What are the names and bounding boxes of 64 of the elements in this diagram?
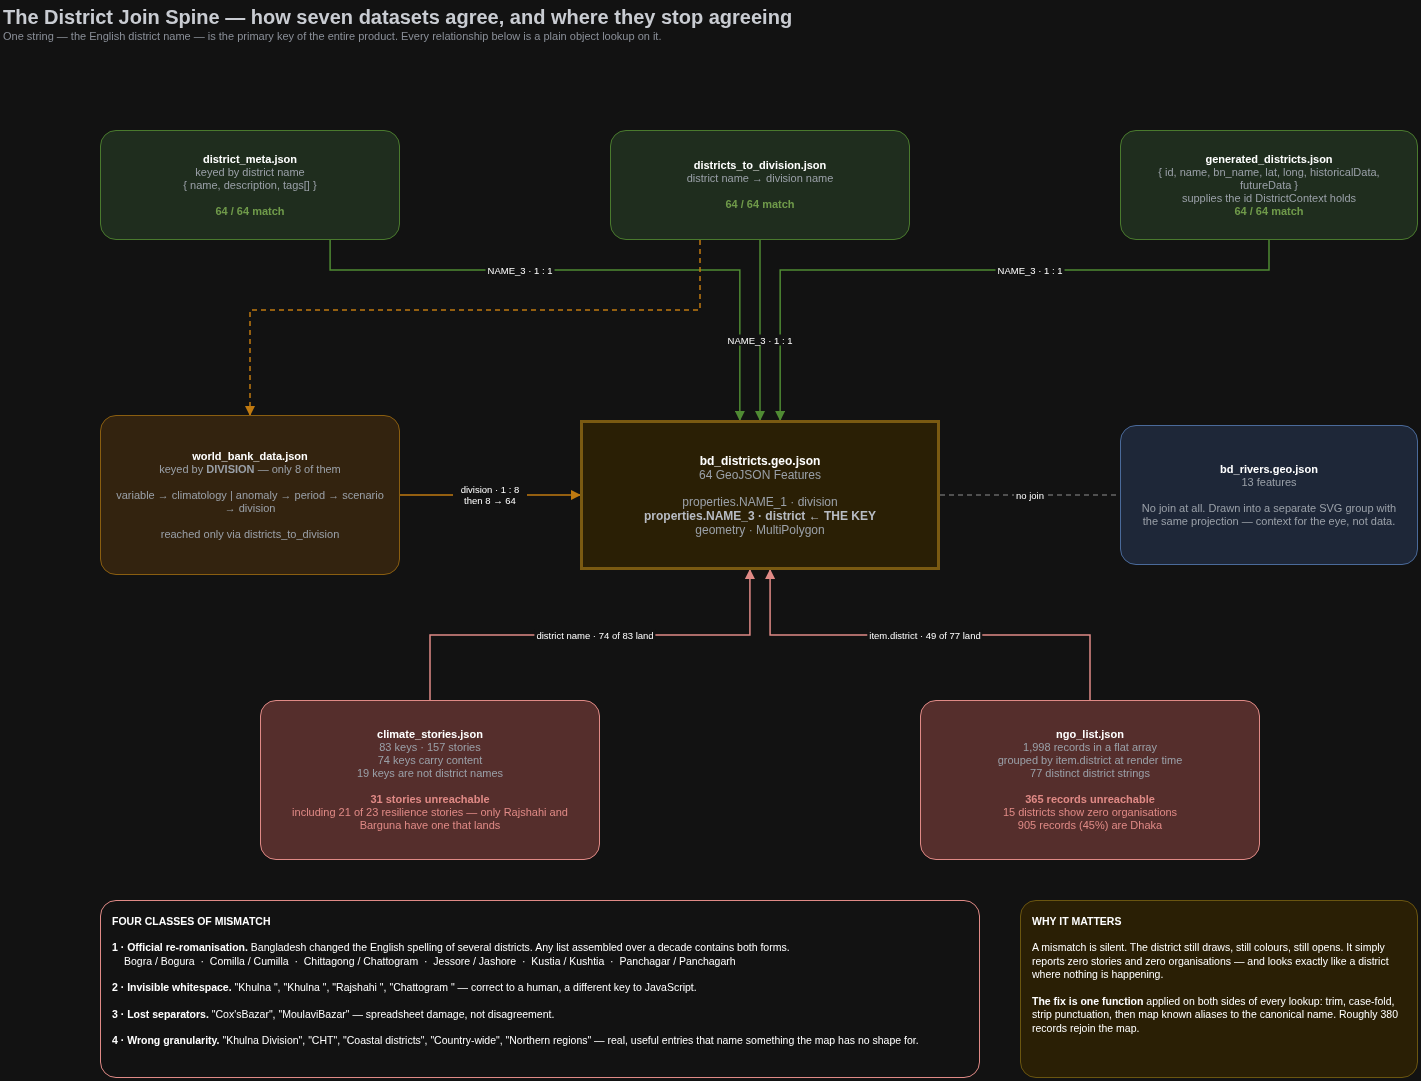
file-name: world_bank_data.json [192,449,308,463]
description-text: grouped by item.district at render time [997,754,1183,767]
description-text: 1 · Official re-romanisation. Bangladesh changed the English spelling of several districts. Any list assembled over a decade contains both forms. [112,941,790,955]
description-text: 3 · Lost separators. "Cox'sBazar", "MoulaviBazar" — spreadsheet damage, not disagreement. [112,1007,555,1021]
edge-label: item.district · 49 of 77 land [867,629,983,641]
description-text: 13 features [1241,475,1297,489]
description-text: 905 records (45%) are Dhaka [1017,819,1163,832]
dataset-card [100,415,400,575]
description-text: 74 keys carry content [377,754,483,767]
description-text: keyed by district name [195,165,305,179]
dataset-card [920,700,1260,860]
notes-panel [1020,900,1418,1078]
file-name: ngo_list.json [1056,728,1124,741]
description-text: 1,998 records in a flat array [1023,741,1157,754]
dataset-card [260,700,600,860]
edge-label: division · 1 : 8 then 8 → 64 [453,484,527,506]
description-text: 15 districts show zero organisations [1002,806,1178,819]
description-text: No join at all. Drawn into a separate SVG group with the same projection — context for the eye, not data. [1140,501,1398,528]
diagram-title: The District Join Spine — how seven datasets agree, and where they stop agreeing [3,6,793,29]
file-name: generated_districts.json [1205,152,1333,166]
edge-label: district name · 74 of 83 land [534,629,656,641]
description-text: 64 / 64 match [215,204,285,218]
panel-heading: FOUR CLASSES OF MISMATCH [112,915,271,928]
description-text: geometry · MultiPolygon [695,522,825,537]
description-text: { name, description, tags[] } [183,178,317,192]
description-text: reached only via districts_to_division [160,527,340,541]
description-text: 64 / 64 match [1234,204,1304,218]
description-text: properties.NAME_1 · division [682,494,838,509]
description-text: The fix is one function applied on both sides of every lookup: trim, case-fold, strip punctuation, then map known aliases to the canonical name. Roughly 380 records rejoin the map. [1032,994,1399,1035]
description-text: 77 distinct district strings [1030,767,1150,780]
description-text: variable → climatology | anomaly → period → scenario → division [115,488,385,515]
notes-panel [100,900,980,1078]
arrow [774,239,1270,422]
description-text: keyed by DIVISION — only 8 of them [159,462,341,476]
subtitle: One string — the English district name — is the primary key of the entire product. Every relationship below is a plain object lookup on it. [3,30,662,42]
description-text: 64 / 64 match [725,198,795,211]
file-name: climate_stories.json [377,728,483,741]
file-name: bd_districts.geo.json [699,453,821,468]
dataset-card [100,130,400,240]
description-text: 4 · Wrong granularity. "Khulna Division", "CHT", "Coastal districts", "Country-wide", "Northern regions" — real, useful entries that name something the map has no shape for. [112,1034,919,1048]
dataset-card [1120,130,1418,240]
panel-heading: WHY IT MATTERS [1032,915,1122,928]
edge-label: NAME_3 · 1 : 1 [725,334,795,346]
description-text: 19 keys are not district names [356,767,504,780]
edge-label: no join [1014,489,1046,501]
description-text: supplies the id DistrictContext holds [1181,191,1357,205]
dataset-card [610,130,910,240]
key-dataset-box [580,420,940,570]
description-text: district name → division name [686,172,834,185]
arrow [754,239,766,422]
description-text: 83 keys · 157 stories [379,741,481,754]
description-text: 64 GeoJSON Features [698,467,822,482]
arrow [244,239,701,417]
file-name: districts_to_division.json [693,159,827,172]
description-text: 365 records unreachable [1025,793,1155,806]
description-text: Bogra / Bogura · Comilla / Cumilla · Chittagong / Chattogram · Jessore / Jashore · Kustia / Kushtia · Panchagar / Panchagarh [123,954,736,968]
description-text: properties.NAME_3 · district ← THE KEY [643,508,876,523]
file-name: bd_rivers.geo.json [1220,462,1318,476]
file-name: district_meta.json [202,152,298,166]
description-text: 2 · Invisible whitespace. "Khulna ", "Khulna ", "Rajshahi ", "Chattogram " — correct to a human, a different key to JavaScript. [112,981,697,995]
description-text: including 21 of 23 resilience stories — only Rajshahi and Barguna have one that lands [291,806,569,832]
description-text: A mismatch is silent. The district still draws, still colours, still opens. It simply reports zero stories and zero organisations — and looks exactly like a district where nothing is happening. [1032,941,1390,982]
dataset-card [1120,425,1418,565]
description-text: 31 stories unreachable [370,793,490,806]
